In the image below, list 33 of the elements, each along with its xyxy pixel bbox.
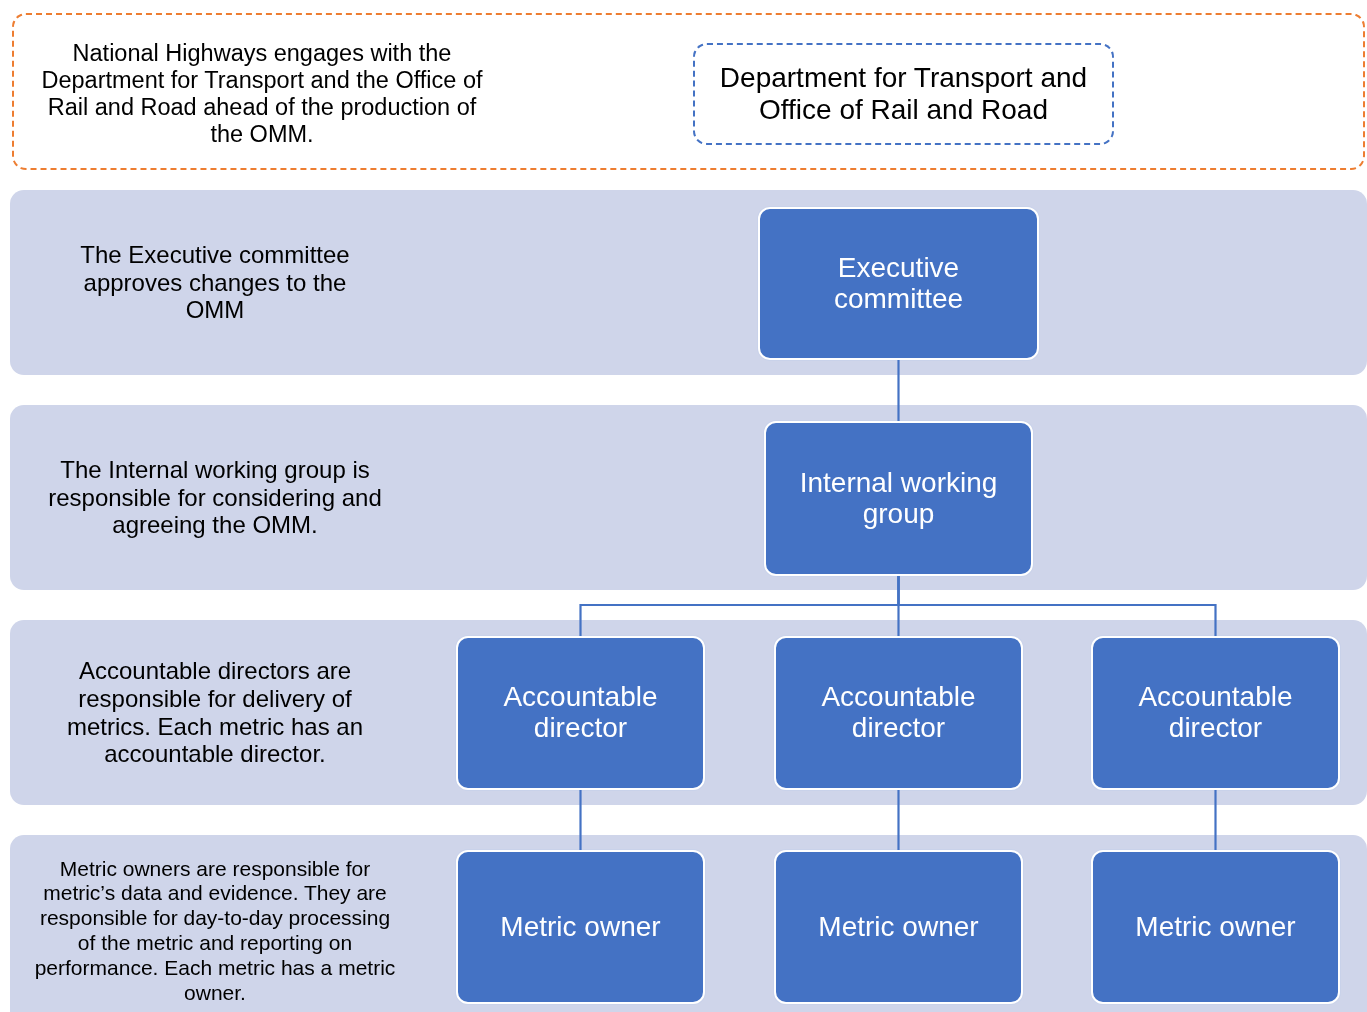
description-text: Accountable directors are responsible for delivery of metrics. Each metric has an accountable director. xyxy=(65,657,365,768)
org-box xyxy=(1091,636,1340,790)
box-label: Metric owner xyxy=(1135,911,1296,943)
level-band xyxy=(10,835,1367,1012)
box-label: Internal working group xyxy=(798,467,999,530)
level-band xyxy=(10,405,1367,590)
level-band xyxy=(10,620,1367,805)
dashed-outline-panel xyxy=(12,13,1365,170)
box-label: Accountable director xyxy=(502,682,659,744)
description-text: The Internal working group is responsible for considering and agreeing the OMM. xyxy=(47,456,383,539)
connector-line xyxy=(579,790,582,850)
description-text: National Highways engages with the Department for Transport and the Office of Rail and Road ahead of the production of the OMM. xyxy=(40,39,484,149)
dashed-box xyxy=(693,43,1114,145)
connector-line xyxy=(897,790,900,850)
box-label: Accountable director xyxy=(1137,682,1294,744)
box-label: Accountable director xyxy=(820,682,977,744)
org-box xyxy=(764,421,1033,576)
box-label: Executive committee xyxy=(832,252,965,315)
org-box xyxy=(1091,850,1340,1004)
connector-line xyxy=(897,360,900,421)
box-label: Department for Transport and Office of Rail and Road xyxy=(718,61,1089,127)
connector-line xyxy=(897,576,1217,636)
org-box xyxy=(774,636,1023,790)
org-box xyxy=(758,207,1039,360)
box-label: Metric owner xyxy=(500,911,661,943)
level-band xyxy=(10,190,1367,375)
org-box xyxy=(456,850,705,1004)
connector-line xyxy=(1214,790,1217,850)
org-box xyxy=(774,850,1023,1004)
description-text: The Executive committee approves changes to the OMM xyxy=(79,241,351,324)
box-label: Metric owner xyxy=(818,911,979,943)
org-box xyxy=(456,636,705,790)
description-text: Metric owners are responsible for metric’s data and evidence. They are responsible for day-to-day processing of the metric and reporting on performance. Each metric has a metric owner. xyxy=(33,856,397,1006)
